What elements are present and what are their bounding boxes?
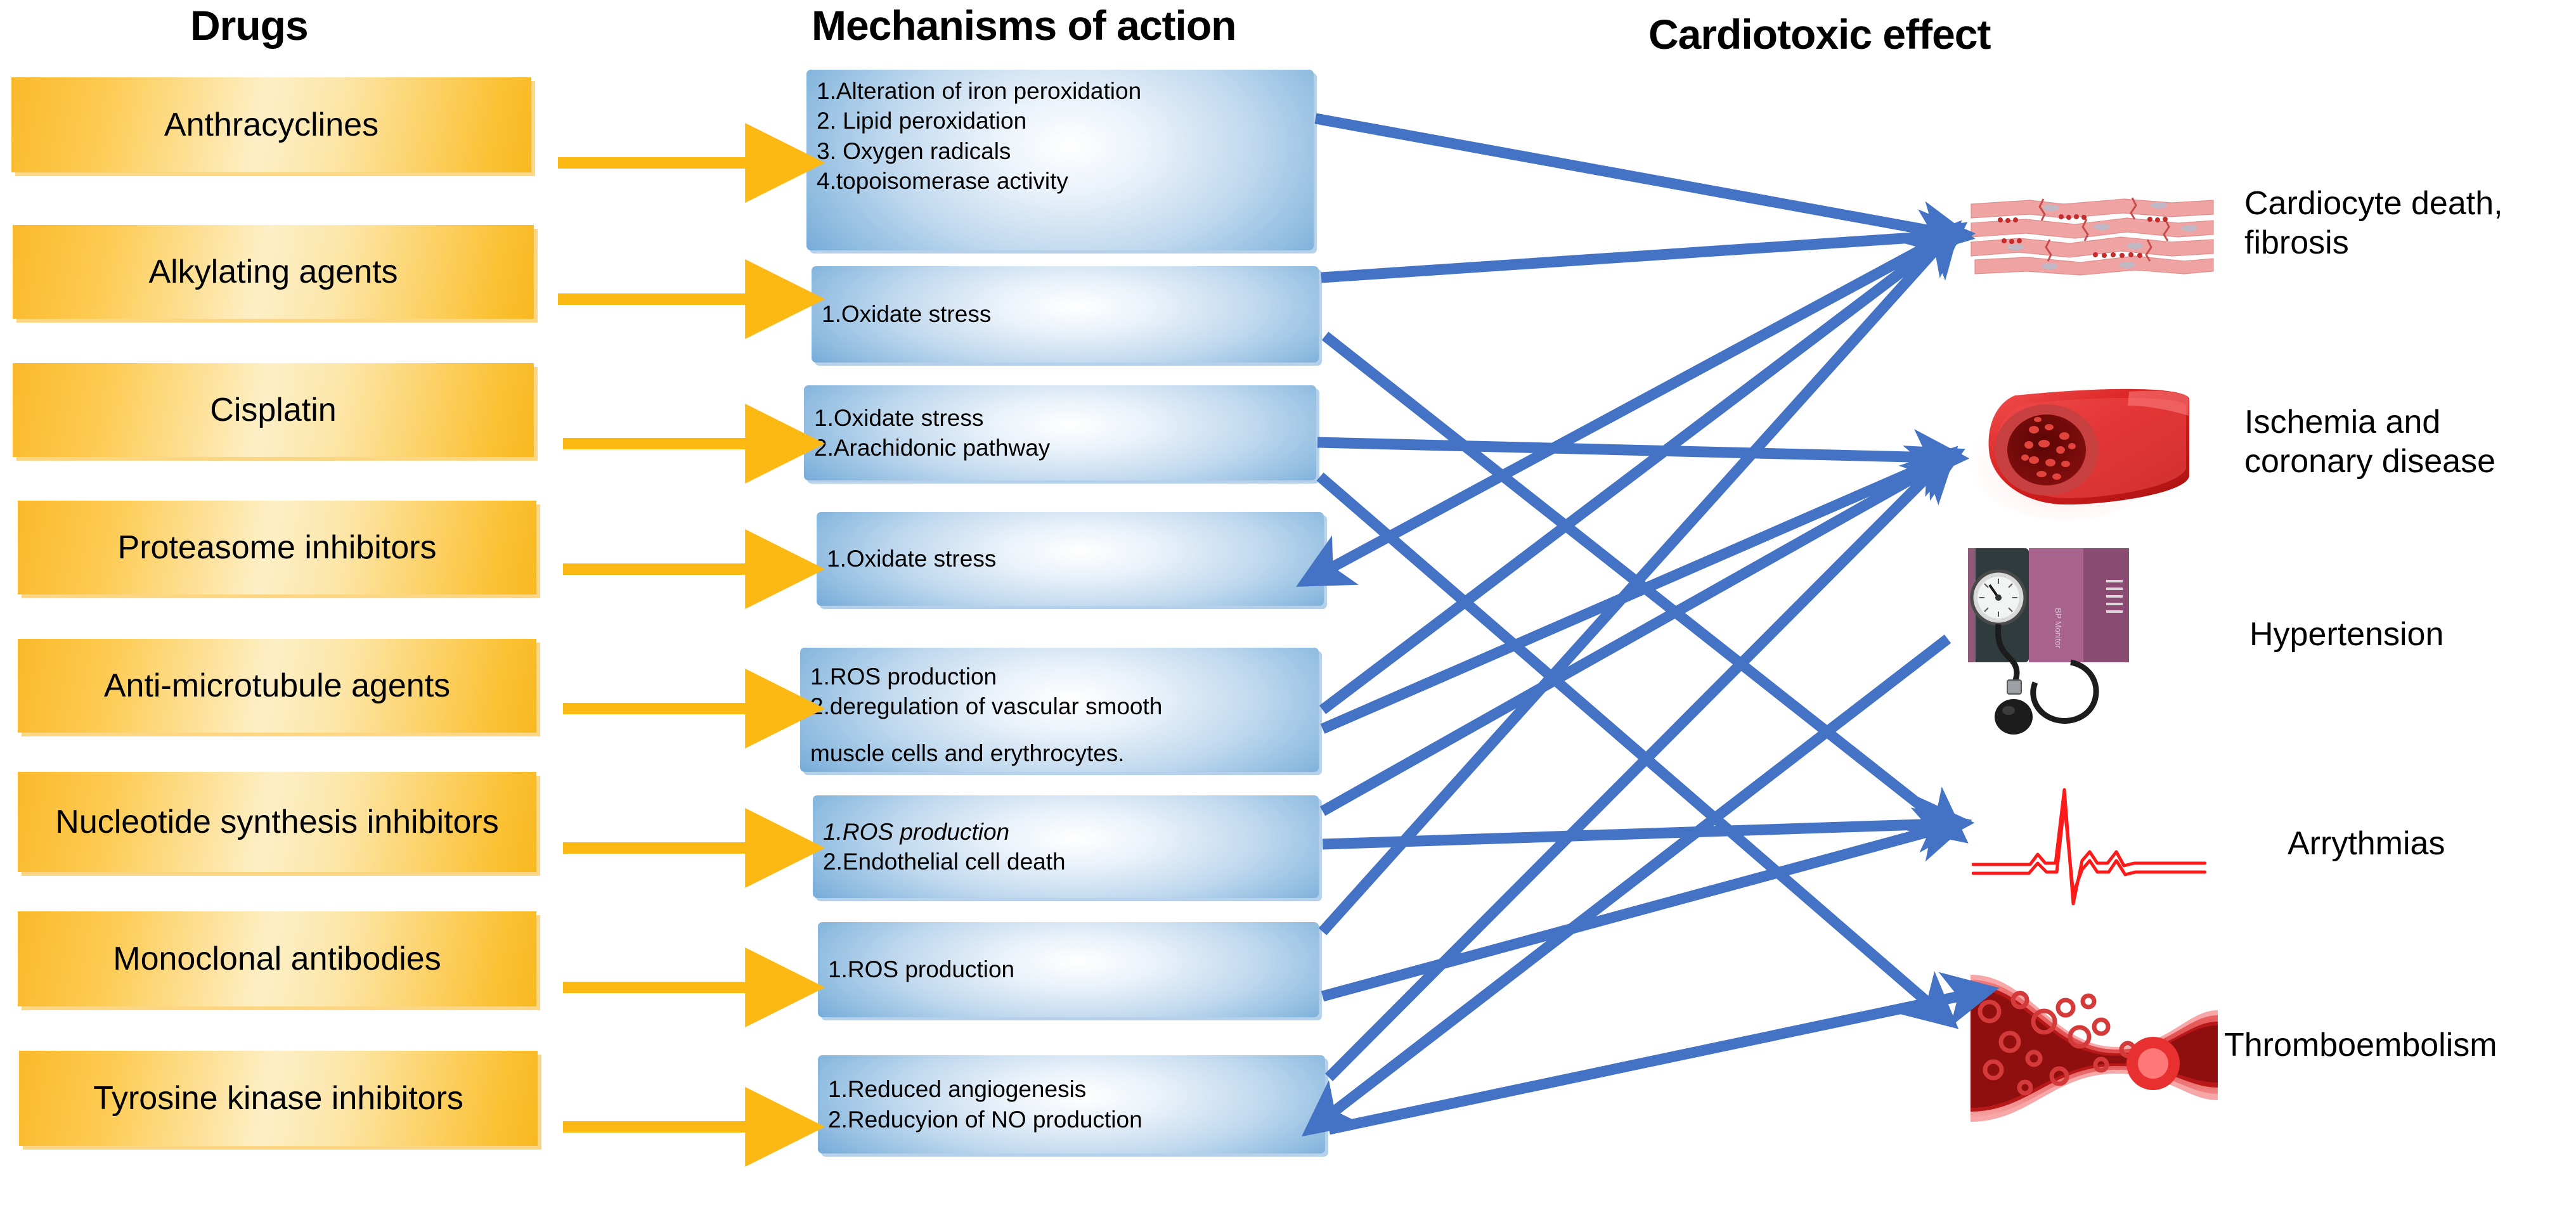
effect-label-line: Hypertension	[2249, 616, 2444, 653]
arrow-mech-anthracyclines-to-cardiocyte	[1314, 113, 1976, 257]
mechanism-line: 2.Arachidonic pathway	[814, 435, 1051, 461]
arrow-mech-alkylating-to-arrythmias	[1321, 331, 1969, 844]
effect-label-ischemia-coronary-disease: Ischemia and coronary disease	[2244, 402, 2574, 482]
drug-label: Proteasome inhibitors	[117, 529, 437, 566]
mechanism-line: 2.Reducyion of NO production	[828, 1106, 1142, 1133]
drug-label: Cisplatin	[210, 391, 337, 428]
effect-label-line: Ischemia and	[2244, 404, 2441, 440]
drug-box-anthracyclines[interactable]: Anthracyclines	[11, 77, 531, 172]
mechanism-box-antimicrotubule[interactable]: 1.ROS production 2.deregulation of vascu…	[800, 648, 1319, 772]
mechanism-line: 1.Oxidate stress	[827, 546, 997, 572]
effect-label-line: fibrosis	[2244, 224, 2349, 262]
mechanism-box-cisplatin[interactable]: 1.Oxidate stress 2.Arachidonic pathway	[804, 385, 1316, 480]
arrow-mech-cisplatin-to-ischemia	[1317, 428, 1970, 485]
effect-label-thromboembolism: Thromboembolism	[2224, 1025, 2497, 1065]
mechanism-line: 2. Lipid peroxidation	[817, 108, 1027, 134]
mechanism-line: 3. Oxygen radicals	[817, 138, 1011, 164]
arrow-mech-proteasome-to-cardiocyte	[1296, 234, 1943, 587]
drug-box-anti-microtubule-agents[interactable]: Anti-microtubule agents	[18, 639, 536, 733]
arrow-mech-tyrosine-to-thromboembolism	[1328, 972, 2000, 1135]
drug-label: Tyrosine kinase inhibitors	[93, 1079, 463, 1117]
drug-label: Anti-microtubule agents	[103, 667, 451, 704]
drug-label: Alkylating agents	[148, 253, 398, 290]
mechanism-line: 2.deregulation of vascular smooth	[810, 693, 1163, 720]
blood-vessel-cross-section-icon	[1971, 388, 2189, 521]
arrow-mech-nucleotide-to-arrythmias	[1322, 796, 1975, 853]
drug-box-tyrosine-kinase-inhibitors[interactable]: Tyrosine kinase inhibitors	[19, 1051, 538, 1146]
column-title-mechanisms: Mechanisms of action	[812, 2, 1236, 49]
cardiac-muscle-fibers-icon	[1971, 197, 2214, 276]
arrow-mech-alkylating-to-cardiocyte	[1321, 209, 1976, 283]
mechanism-line: 1.Reduced angiogenesis	[828, 1076, 1087, 1103]
mechanism-line: 1.Oxidate stress	[822, 301, 992, 328]
ecg-waveform-icon	[1972, 788, 2206, 906]
thrombus-in-vessel-icon	[1971, 975, 2218, 1122]
arrow-mech-antimicrotubule-to-cardiocyte	[1319, 222, 1968, 714]
mechanism-line: 1.Alteration of iron peroxidation	[817, 78, 1142, 104]
arrow-mech-tyrosine-to-ischemia	[1324, 446, 1958, 1081]
column-title-drugs: Drugs	[190, 2, 309, 49]
mechanism-box-proteasome[interactable]: 1.Oxidate stress	[817, 512, 1324, 606]
effect-label-line: Arrythmias	[2288, 825, 2445, 862]
mechanism-line: 1.ROS production	[823, 818, 1010, 845]
mechanism-line: muscle cells and erythrocytes.	[810, 740, 1125, 766]
mechanism-box-monoclonal[interactable]: 1.ROS production	[818, 922, 1319, 1017]
arrow-mech-cisplatin-to-thromboembolism	[1316, 472, 1959, 1029]
arrow-mech-monoclonal-to-arrythmias	[1321, 807, 1972, 1002]
drug-box-alkylating-agents[interactable]: Alkylating agents	[13, 225, 534, 319]
arrow-mech-antimicrotubule-to-ischemia	[1320, 446, 1965, 734]
arrow-mech-tyrosine-to-hypertension	[1301, 634, 1951, 1137]
arrow-mech-monoclonal-to-cardiocyte	[1318, 220, 1962, 935]
mechanism-line: 1.Oxidate stress	[814, 404, 984, 431]
mechanism-box-anthracyclines[interactable]: 1.Alteration of iron peroxidation 2. Lip…	[806, 70, 1314, 250]
sphygmomanometer-icon: BP Monitor	[1968, 548, 2129, 735]
mechanism-box-tyrosine[interactable]: 1.Reduced angiogenesis 2.Reducyion of NO…	[818, 1055, 1325, 1153]
effect-label-hypertension: Hypertension	[2249, 615, 2443, 654]
effect-label-cardiocyte-death-fibrosis: Cardiocyte death, fibrosis	[2244, 184, 2561, 263]
svg-text:BP Monitor: BP Monitor	[2054, 608, 2063, 649]
drug-box-monoclonal-antibodies[interactable]: Monoclonal antibodies	[18, 911, 536, 1006]
drug-label: Nucleotide synthesis inhibitors	[55, 803, 499, 840]
mechanism-line: 2.Endothelial cell death	[823, 849, 1066, 875]
effect-label-arrythmias: Arrythmias	[2288, 824, 2445, 863]
mechanism-box-nucleotide[interactable]: 1.ROS production 2.Endothelial cell deat…	[813, 795, 1319, 898]
drug-label: Anthracyclines	[164, 106, 379, 143]
drug-box-proteasome-inhibitors[interactable]: Proteasome inhibitors	[18, 501, 536, 594]
effect-label-line: Cardiocyte death,	[2244, 185, 2503, 222]
arrow-mech-nucleotide-to-ischemia	[1319, 449, 1965, 816]
drug-label: Monoclonal antibodies	[113, 940, 441, 977]
effect-label-line: coronary disease	[2244, 443, 2495, 480]
mechanism-box-alkylating[interactable]: 1.Oxidate stress	[812, 266, 1319, 363]
mechanism-line: 4.topoisomerase activity	[817, 168, 1068, 195]
drug-box-nucleotide-synthesis-inhibitors[interactable]: Nucleotide synthesis inhibitors	[18, 772, 536, 872]
mechanism-line: 1.ROS production	[828, 956, 1015, 983]
drug-box-cisplatin[interactable]: Cisplatin	[13, 363, 534, 457]
mechanism-line: 1.ROS production	[810, 664, 997, 690]
column-title-effects: Cardiotoxic effect	[1648, 11, 1991, 58]
effect-label-line: Thromboembolism	[2224, 1027, 2497, 1063]
